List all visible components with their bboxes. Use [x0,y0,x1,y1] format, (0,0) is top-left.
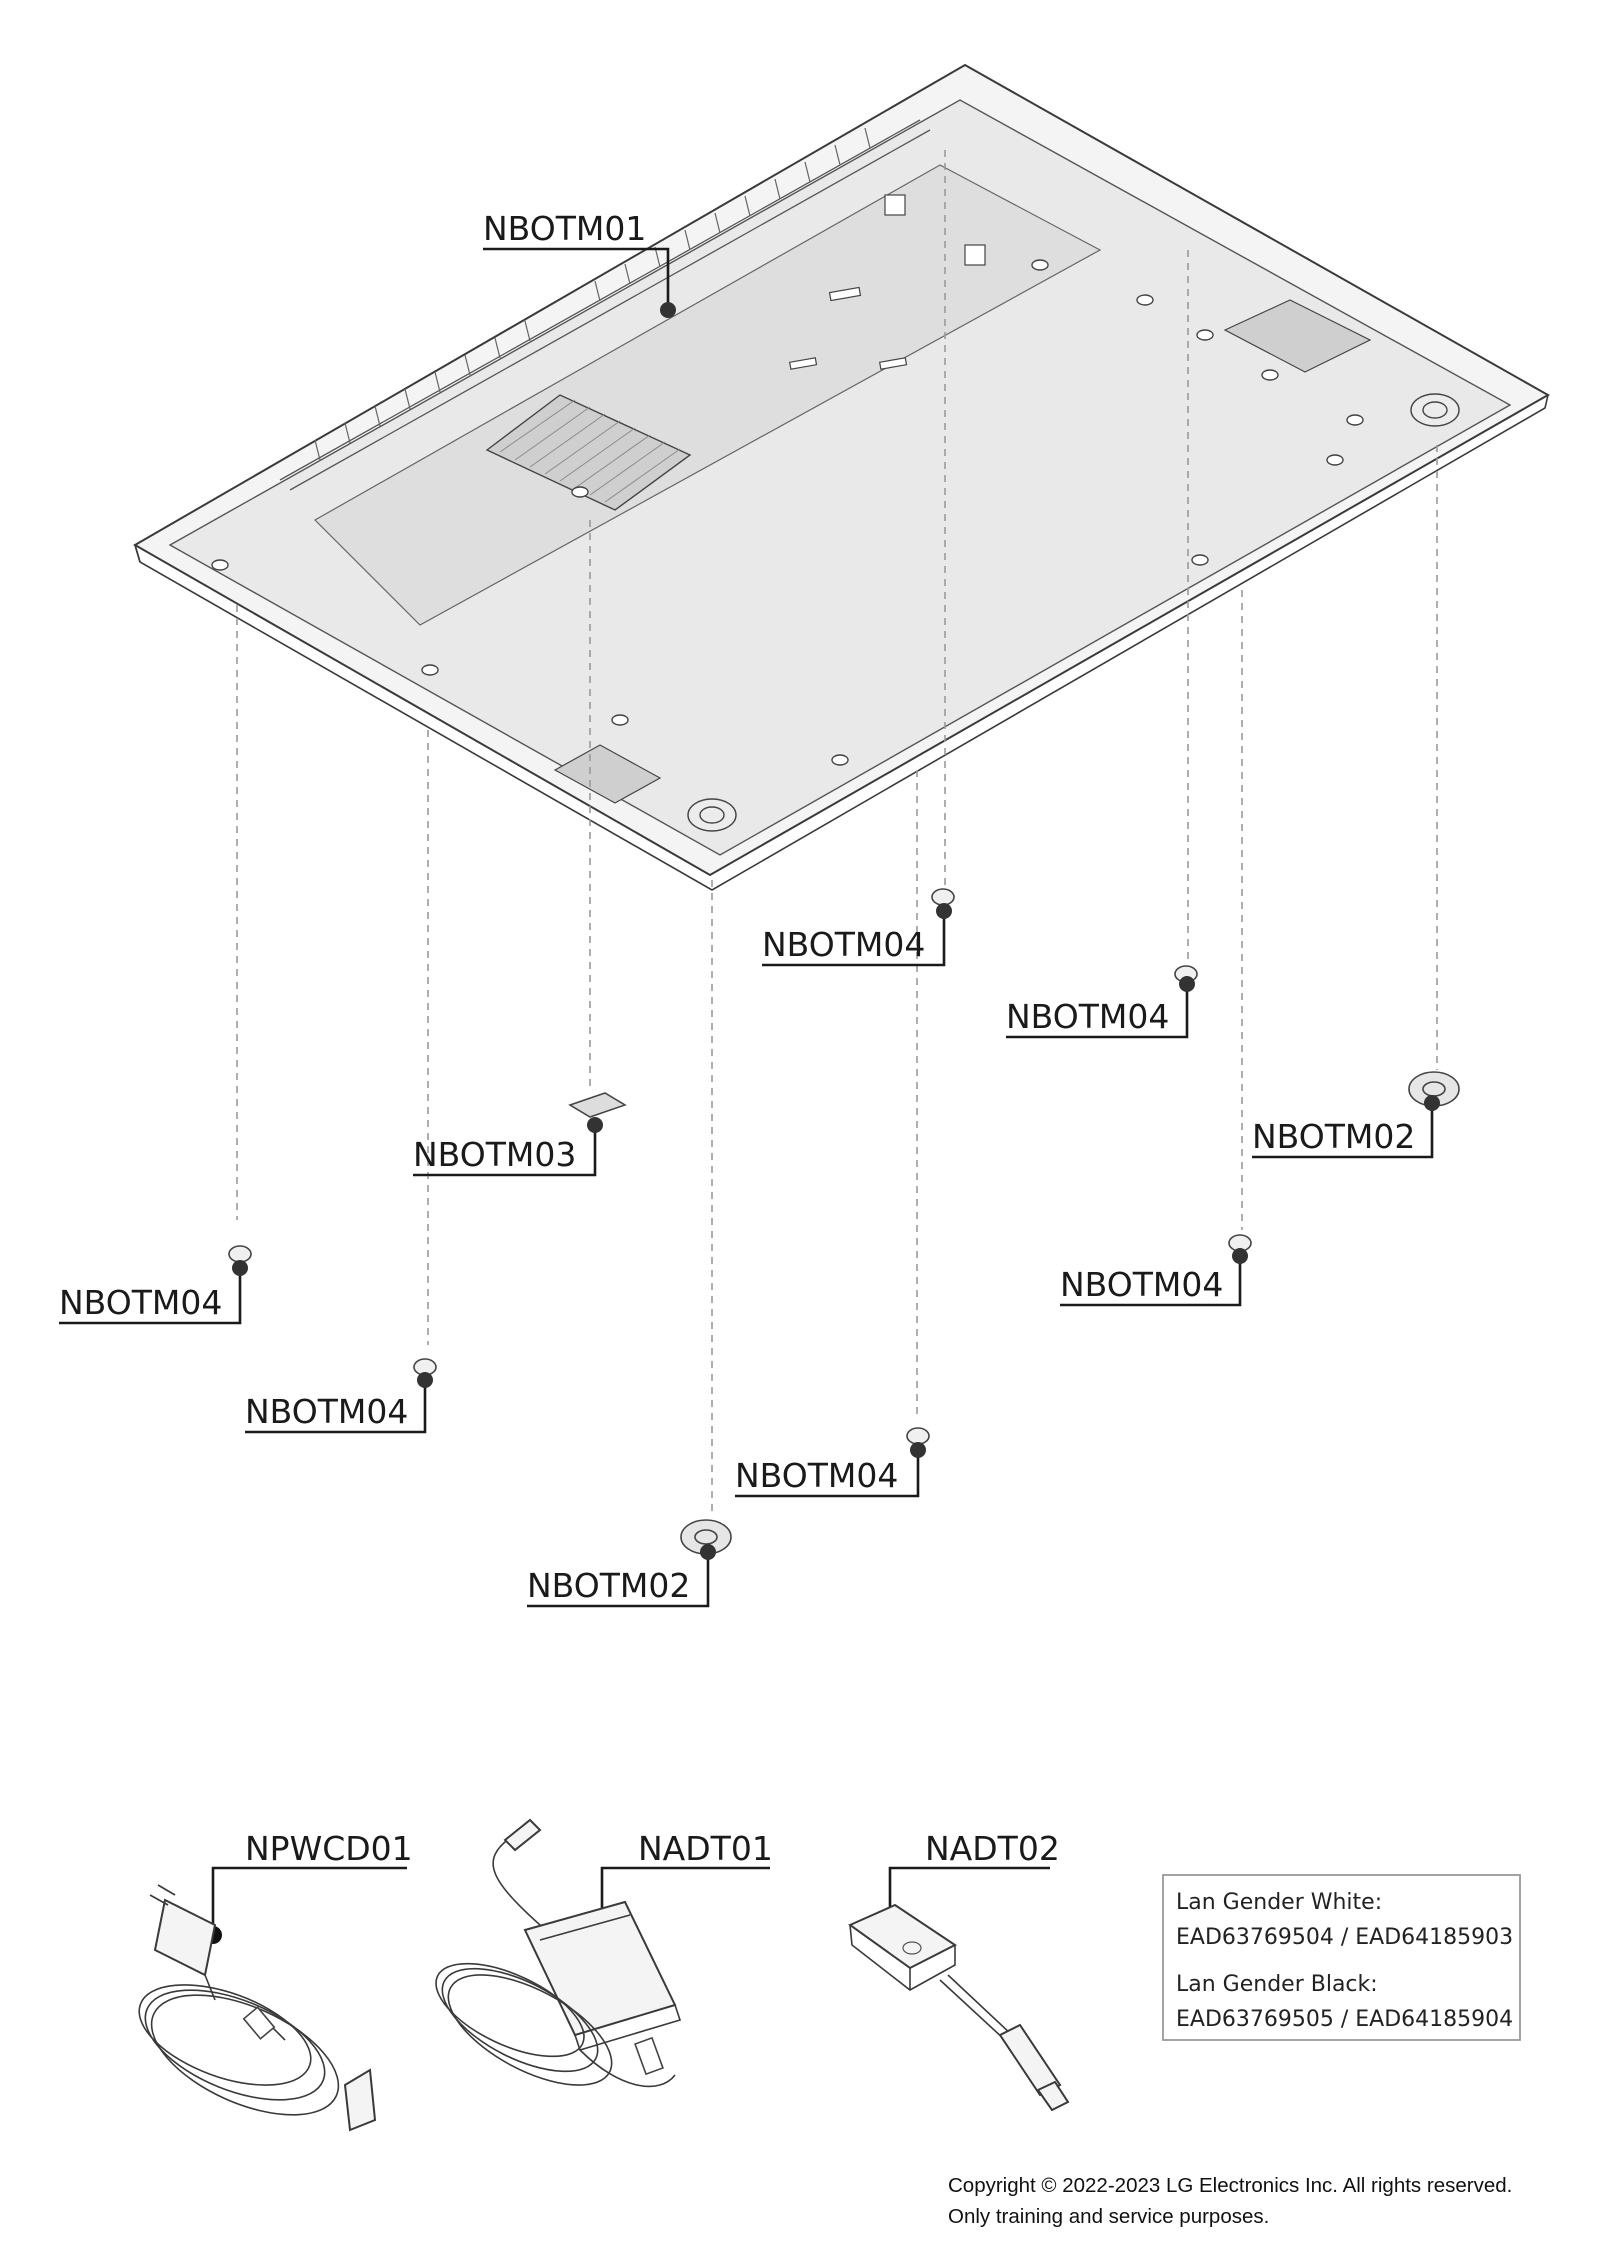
callout-bottom-cover: NBOTM01 [483,209,646,248]
bottom-cover [132,63,1551,891]
callout-screw-left: NBOTM04 [245,1392,408,1431]
tape-icon [568,1092,627,1118]
lan-gender-icon [847,1903,1070,2112]
copyright-line-1: Copyright © 2022-2023 LG Electronics Inc… [948,2174,1512,2197]
ac-adapter-icon [435,1818,682,2088]
callout-screw-center-high: NBOTM04 [762,925,925,964]
rubber-foot-icon [680,1071,1460,1555]
callout-tape: NBOTM03 [413,1135,576,1174]
callout-power-cord: NPWCD01 [245,1829,413,1868]
callout-foot-right: NBOTM02 [1252,1117,1415,1156]
lan-gender-white-label: Lan Gender White: [1176,1890,1382,1915]
screw-icon [228,888,1252,1445]
power-cord-icon [138,1884,377,2132]
lan-gender-black-label: Lan Gender Black: [1176,1972,1378,1997]
callout-screw-center-low: NBOTM04 [735,1456,898,1495]
lan-gender-black-parts: EAD63769505 / EAD64185904 [1176,2007,1513,2032]
leader-lines [59,247,1434,1935]
copyright-line-2: Only training and service purposes. [948,2205,1269,2228]
callout-screw-left-far: NBOTM04 [59,1283,222,1322]
callout-foot-front: NBOTM02 [527,1566,690,1605]
callout-screw-right-low: NBOTM04 [1060,1265,1223,1304]
drop-lines [236,150,1438,1515]
lan-gender-white-parts: EAD63769504 / EAD64185903 [1176,1925,1513,1950]
callout-screw-right-high: NBOTM04 [1006,997,1169,1036]
callout-lan-gender: NADT02 [925,1829,1060,1868]
info-box: Lan Gender White: EAD63769504 / EAD64185… [1162,1874,1521,2041]
callout-adapter: NADT01 [638,1829,773,1868]
